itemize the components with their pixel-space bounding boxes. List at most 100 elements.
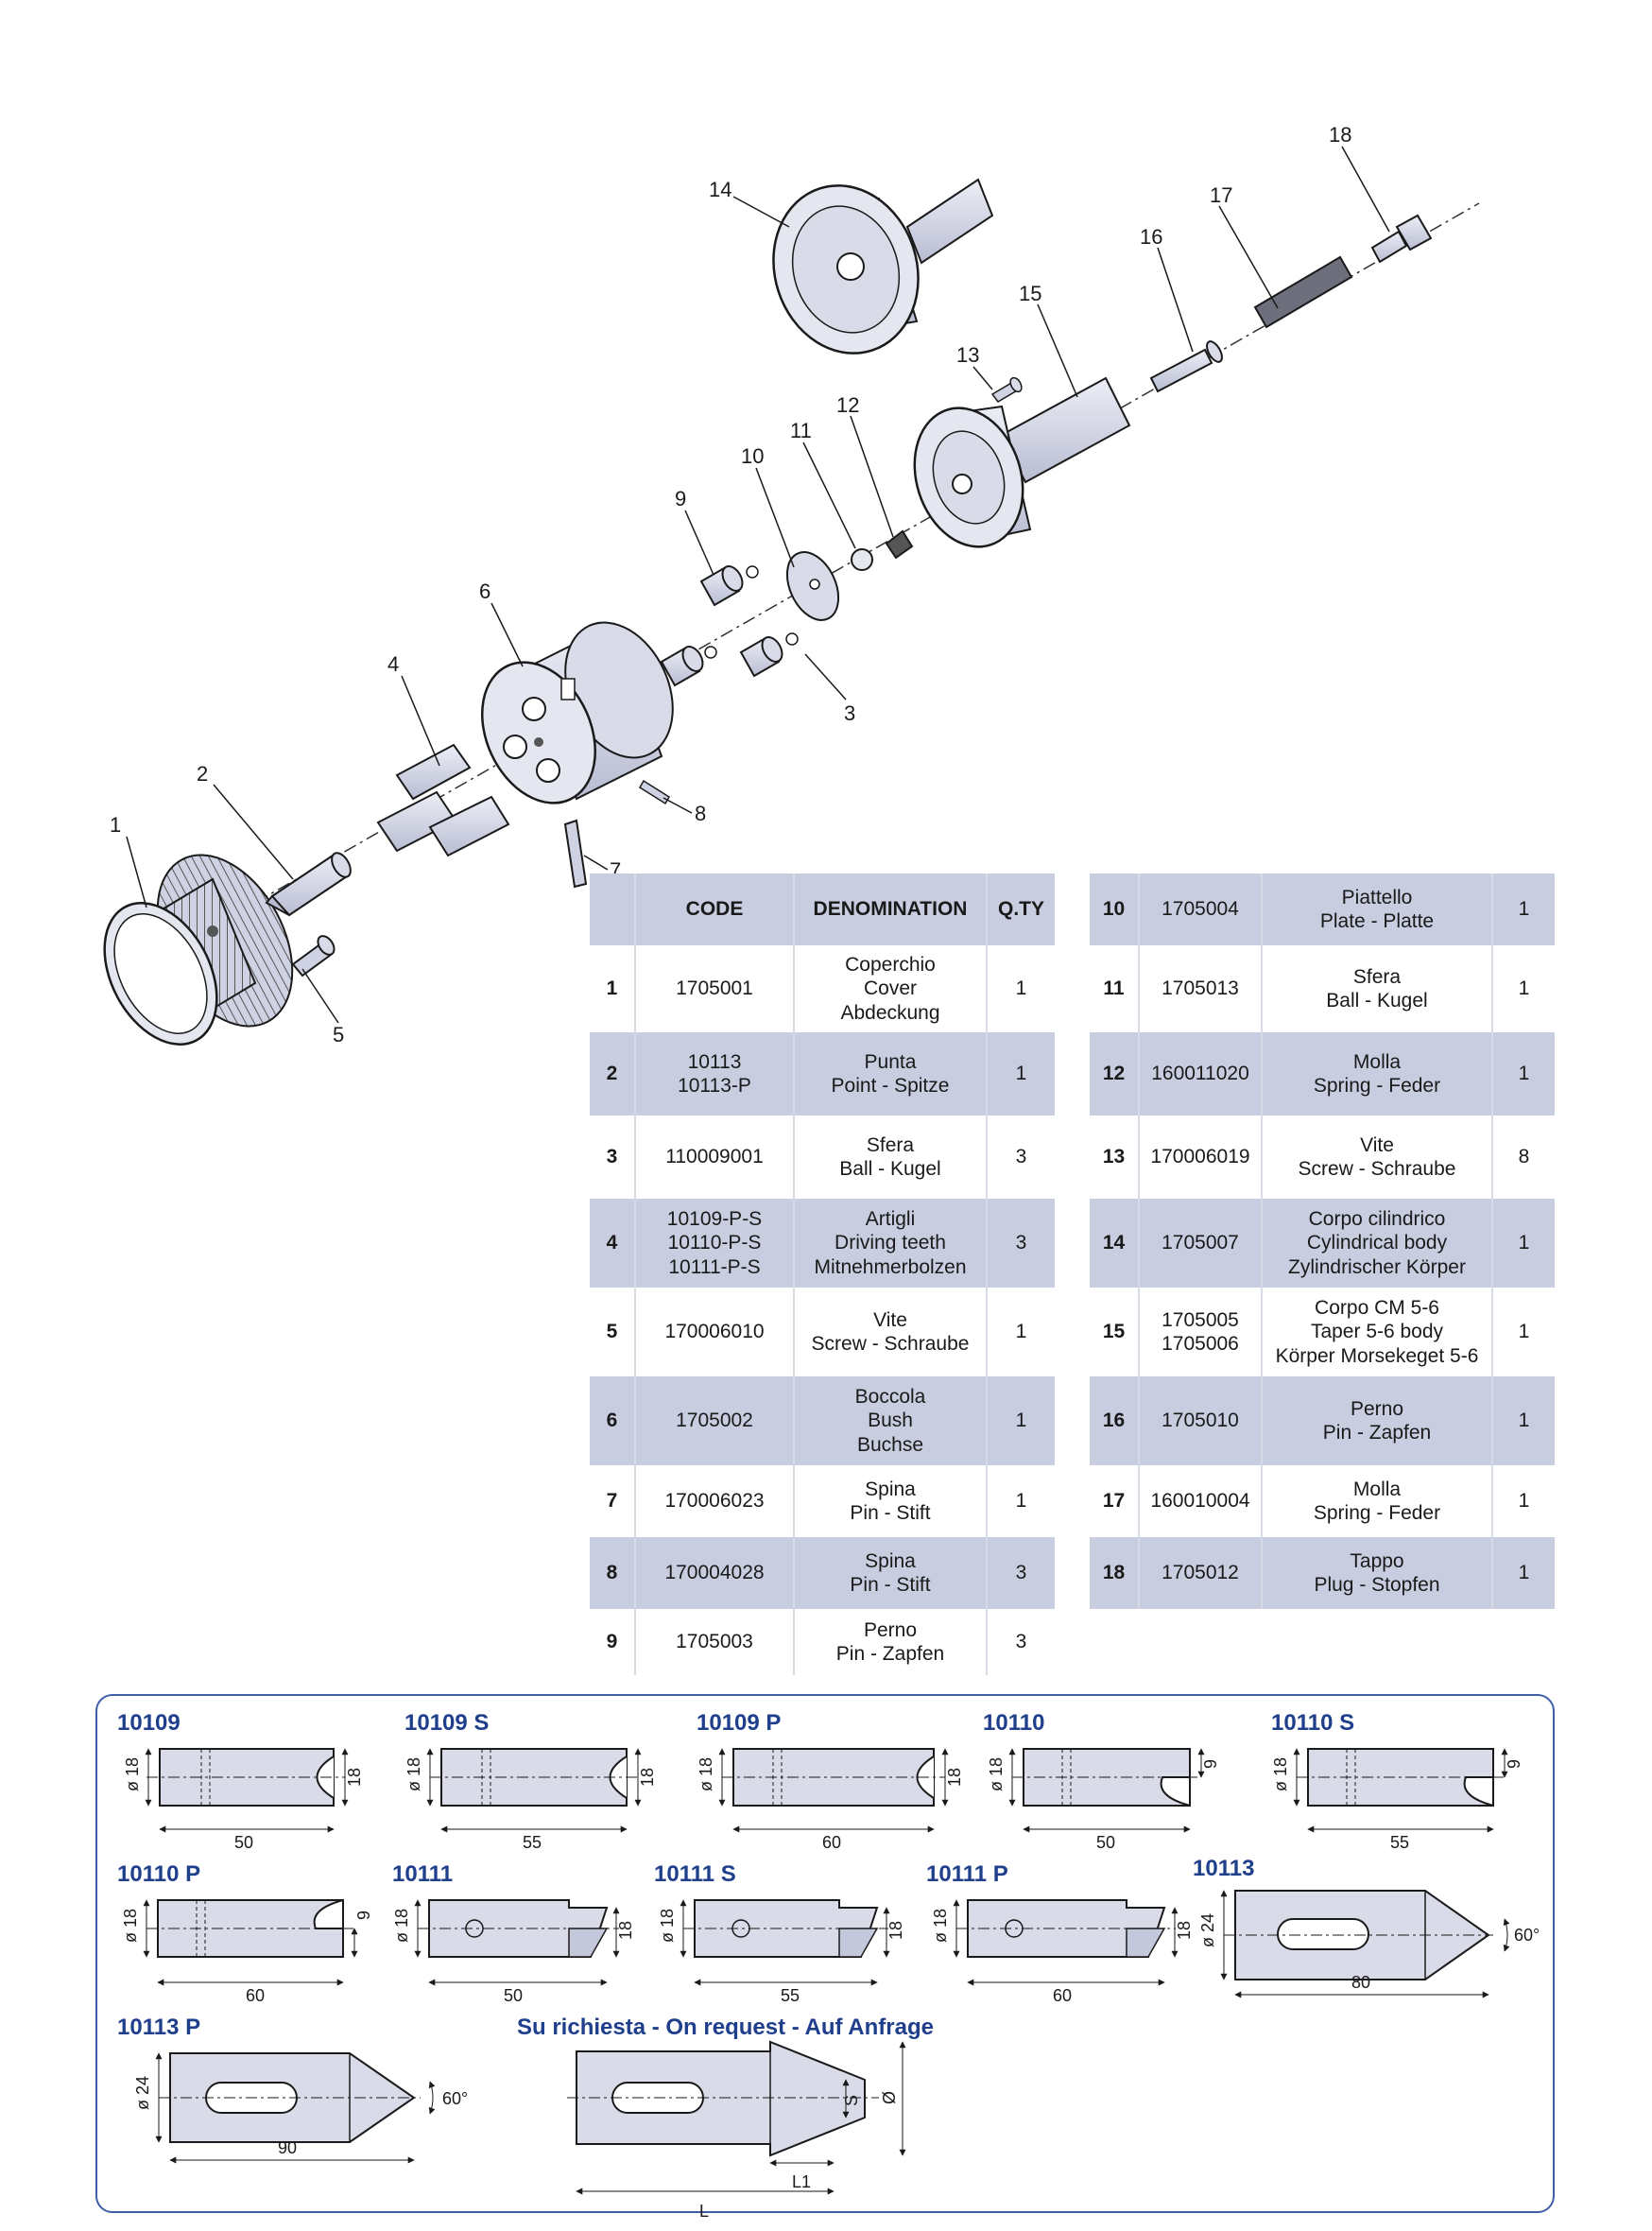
row-qty: 1 (1492, 1199, 1555, 1288)
variant-10110: 10110 ø 18 9 50 (983, 1710, 1220, 1852)
callout-17: 17 (1210, 183, 1232, 207)
table-row: 10 1705004 Piattello Plate - Platte 1 (1090, 873, 1555, 945)
header-pos (590, 873, 636, 945)
table-row: 8 170004028 Spina Pin - Stift 3 (590, 1537, 1055, 1609)
row-denomination: Perno Pin - Zapfen (794, 1609, 988, 1675)
callout-1: 1 (110, 813, 121, 837)
dim-height: 18 (1175, 1921, 1194, 1940)
dim-length: 80 (1351, 1973, 1370, 1992)
callout-12: 12 (836, 393, 859, 417)
table-row: 1 1705001 Coperchio Cover Abdeckung 1 (590, 945, 1055, 1032)
row-pos: 16 (1090, 1376, 1140, 1465)
part-8-pin (638, 779, 671, 805)
dim-height: 9 (1505, 1759, 1523, 1769)
row-pos: 1 (590, 945, 636, 1032)
callout-10: 10 (741, 444, 764, 468)
row-denomination: Sfera Ball - Kugel (794, 1116, 988, 1199)
variant-10109: 10109 ø 18 18 50 (117, 1710, 364, 1852)
row-denomination: Corpo CM 5-6 Taper 5-6 body Körper Morse… (1262, 1288, 1493, 1376)
row-denomination: Tappo Plug - Stopfen (1262, 1537, 1493, 1609)
on-request-title: Su richiesta - On request - Auf Anfrage (517, 2015, 934, 2040)
row-pos: 12 (1090, 1032, 1140, 1116)
row-denomination: Coperchio Cover Abdeckung (794, 945, 988, 1032)
row-denomination: Artigli Driving teeth Mitnehmerbolzen (794, 1199, 988, 1288)
part-4-driving-teeth (376, 743, 510, 857)
callout-4: 4 (387, 652, 399, 676)
row-pos: 18 (1090, 1537, 1140, 1609)
variant-label: 10113 P (117, 2015, 200, 2040)
callout-5: 5 (333, 1023, 344, 1046)
dim-length: 50 (504, 1986, 523, 2005)
callout-18: 18 (1329, 123, 1351, 147)
row-qty: 3 (987, 1609, 1055, 1675)
dim-angle: 60° (1514, 1926, 1540, 1945)
row-code: 1705013 (1139, 945, 1263, 1032)
dim-height: 9 (1201, 1759, 1220, 1769)
row-pos: 15 (1090, 1288, 1140, 1376)
part-1-cover (103, 854, 294, 1046)
exploded-assembly-diagram: 1 2 3 4 5 6 7 8 9 10 11 12 13 14 15 16 1… (103, 123, 1480, 1046)
table-row: 3 110009001 Sfera Ball - Kugel 3 (590, 1116, 1055, 1199)
parts-table-left: CODE DENOMINATION Q.TY 1 1705001 Coperch… (590, 873, 1055, 1675)
dim-diameter: ø 18 (123, 1757, 142, 1791)
row-denomination: Spina Pin - Stift (794, 1465, 988, 1537)
table-header: CODE DENOMINATION Q.TY (590, 873, 1055, 945)
row-code: 170006019 (1139, 1116, 1263, 1199)
dim-length: 55 (523, 1833, 542, 1852)
row-code: 160011020 (1139, 1032, 1263, 1116)
row-code: 110009001 (635, 1116, 795, 1199)
callout-6: 6 (479, 579, 490, 603)
dim-s: S (842, 2095, 861, 2106)
dim-length: 60 (246, 1986, 265, 2005)
row-qty: 1 (1492, 1537, 1555, 1609)
dim-diameter: ø 18 (931, 1909, 950, 1943)
variant-10111p: 10111 P ø 18 18 60 (926, 1861, 1194, 2005)
row-pos: 9 (590, 1609, 636, 1675)
row-qty: 1 (987, 1032, 1055, 1116)
row-denomination: Punta Point - Spitze (794, 1032, 988, 1116)
row-qty: 1 (987, 1288, 1055, 1376)
part-12-spring (885, 529, 914, 560)
dim-length: 55 (1390, 1833, 1409, 1852)
dim-diameter: ø 18 (987, 1757, 1006, 1791)
row-code: 10113 10113-P (635, 1032, 795, 1116)
dim-diameter: ø 18 (697, 1757, 715, 1791)
table-row: 17 160010004 Molla Spring - Feder 1 (1090, 1465, 1555, 1537)
callout-14: 14 (709, 178, 731, 201)
dim-height: 9 (354, 1911, 373, 1920)
table-row: 2 10113 10113-P Punta Point - Spitze 1 (590, 1032, 1055, 1116)
part-16-pin (1149, 340, 1223, 393)
row-pos: 17 (1090, 1465, 1140, 1537)
dim-l: L (699, 2202, 709, 2221)
callout-13: 13 (956, 343, 979, 367)
row-code: 170006023 (635, 1465, 795, 1537)
row-pos: 7 (590, 1465, 636, 1537)
row-code: 1705002 (635, 1376, 795, 1465)
row-code: 1705007 (1139, 1199, 1263, 1288)
dim-diameter: ø 24 (1198, 1913, 1217, 1947)
dim-diameter: ø 24 (133, 2076, 152, 2110)
variant-10111: 10111 ø 18 18 50 (392, 1861, 635, 2005)
table-row: 18 1705012 Tappo Plug - Stopfen 1 (1090, 1537, 1555, 1609)
variant-label: 10109 (117, 1710, 181, 1736)
dim-diameter: ø 18 (121, 1909, 140, 1943)
callout-15: 15 (1019, 282, 1041, 305)
table-row: 6 1705002 Boccola Bush Buchse 1 (590, 1376, 1055, 1465)
row-denomination: Perno Pin - Zapfen (1262, 1376, 1493, 1465)
variant-label: 10110 P (117, 1861, 200, 1887)
row-code: 1705004 (1139, 873, 1263, 945)
row-pos: 14 (1090, 1199, 1140, 1288)
dim-angle: 60° (442, 2089, 468, 2108)
variant-10109s: 10109 S ø 18 18 55 (404, 1710, 657, 1852)
row-qty: 1 (1492, 1032, 1555, 1116)
dim-height: 18 (345, 1768, 364, 1787)
callout-labels: 1 2 3 4 5 6 7 8 9 10 11 12 13 14 15 16 1… (110, 123, 1351, 1046)
variant-label: 10110 S (1271, 1710, 1354, 1736)
row-pos: 2 (590, 1032, 636, 1116)
callout-2: 2 (197, 762, 208, 786)
dim-length: 60 (1053, 1986, 1072, 2005)
part-7-pin (563, 819, 588, 889)
dim-diameter: ø 18 (658, 1909, 677, 1943)
row-qty: 1 (1492, 1376, 1555, 1465)
variant-10110s: 10110 S ø 18 9 55 (1271, 1710, 1523, 1852)
